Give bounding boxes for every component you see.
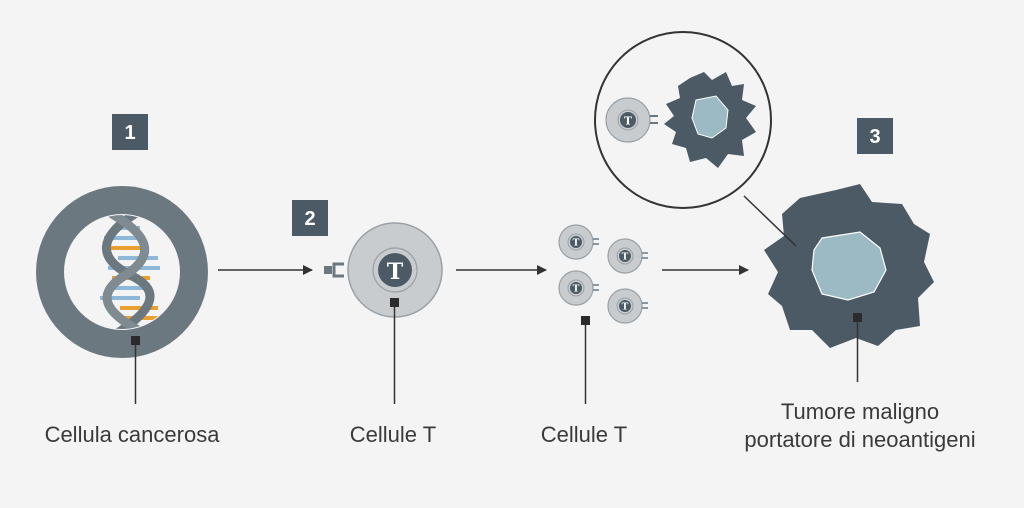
t-cell-pointer: [390, 298, 399, 404]
dna-helix-icon: [100, 215, 160, 329]
zoom-inset: T: [594, 31, 772, 209]
tumor-label-line1: Tumore maligno: [781, 399, 939, 424]
tumor-label-line2: portatore di neoantigeni: [744, 427, 975, 452]
t-cells-group: T T T T: [558, 224, 648, 324]
tumor-cell-inset: [664, 72, 756, 168]
t-cell-small-symbol: T: [622, 303, 629, 313]
zoom-connector-line: [743, 195, 797, 247]
receptor-icon: [324, 262, 344, 278]
t-cells-label: Cellule T: [541, 422, 627, 447]
t-cell-small-symbol: T: [573, 239, 580, 249]
t-cell: T: [347, 222, 443, 318]
t-cell-inset: T: [605, 97, 658, 143]
step1-badge: 1: [112, 114, 148, 150]
t-cell-small-symbol: T: [622, 253, 629, 263]
tumor-pointer: [853, 313, 862, 382]
t-cells-pointer: [581, 316, 590, 404]
t-cell-small: T: [607, 288, 648, 324]
step3-number: 3: [869, 126, 880, 148]
t-cell-small: T: [558, 270, 599, 306]
cancer-cell: [36, 186, 208, 358]
tumor-cell: [764, 184, 934, 348]
cancer-cell-pointer: [131, 336, 140, 404]
t-cell-inset-symbol: T: [624, 115, 633, 128]
t-cell-symbol: T: [387, 259, 404, 285]
step2-badge: 2: [292, 200, 328, 236]
t-cell-small-symbol: T: [573, 285, 580, 295]
t-cell-small: T: [558, 224, 599, 260]
cancer-cell-label: Cellula cancerosa: [45, 422, 221, 447]
t-cell-label: Cellule T: [350, 422, 436, 447]
t-cell-small: T: [607, 238, 648, 274]
step2-number: 2: [304, 208, 315, 230]
step3-badge: 3: [857, 118, 893, 154]
step1-number: 1: [124, 122, 135, 144]
